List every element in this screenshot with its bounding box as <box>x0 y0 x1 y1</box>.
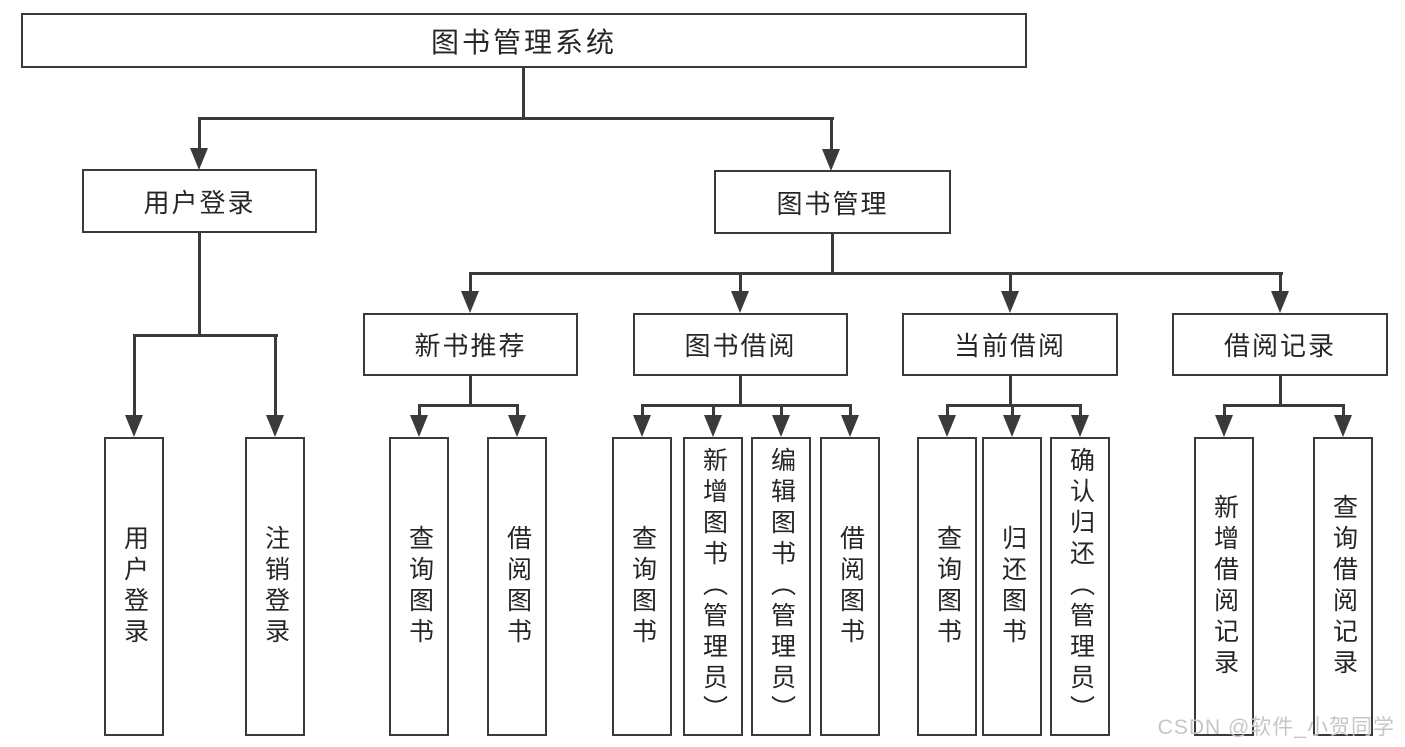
arrowhead-icon <box>125 415 143 437</box>
arrowhead-icon <box>633 415 651 437</box>
connector-line <box>1341 405 1345 419</box>
connector-line <box>132 333 278 337</box>
connector-line <box>515 405 519 419</box>
leaf-add-borrow-record: 新增借阅记录 <box>1194 437 1254 736</box>
arrowhead-icon <box>266 415 284 437</box>
connector-line <box>468 273 472 295</box>
arrowhead-icon <box>190 148 208 170</box>
connector-line <box>132 335 136 419</box>
leaf-borrow-books-recommend: 借阅图书 <box>487 437 547 736</box>
leaf-query-books-recommend: 查询图书 <box>389 437 449 736</box>
connector-line <box>945 405 949 419</box>
connector-line <box>945 403 1082 407</box>
arrowhead-icon <box>410 415 428 437</box>
connector-line <box>1010 405 1014 419</box>
arrowhead-icon <box>1003 415 1021 437</box>
connector-line <box>197 116 834 120</box>
leaf-edit-book-admin: 编辑图书（管理员） <box>751 437 811 736</box>
connector-line <box>521 68 525 118</box>
connector-line <box>417 405 421 419</box>
arrowhead-icon <box>772 415 790 437</box>
arrowhead-icon <box>1334 415 1352 437</box>
node-library-management-system: 图书管理系统 <box>21 13 1027 68</box>
connector-line <box>738 376 742 405</box>
connector-line <box>1278 376 1282 405</box>
connector-line <box>738 273 742 295</box>
connector-line <box>273 335 277 419</box>
connector-line <box>468 376 472 405</box>
arrowhead-icon <box>841 415 859 437</box>
leaf-logout-login: 注销登录 <box>245 437 305 736</box>
node-new-book-recommendation: 新书推荐 <box>363 313 578 376</box>
leaf-query-books-borrow: 查询图书 <box>612 437 672 736</box>
connector-line <box>711 405 715 419</box>
connector-line <box>468 271 1283 275</box>
arrowhead-icon <box>822 149 840 171</box>
connector-line <box>197 118 201 150</box>
arrowhead-icon <box>1215 415 1233 437</box>
leaf-confirm-return-admin: 确认归还（管理员） <box>1050 437 1110 736</box>
arrowhead-icon <box>704 415 722 437</box>
leaf-user-login: 用户登录 <box>104 437 164 736</box>
connector-line <box>829 118 833 150</box>
connector-line <box>779 405 783 419</box>
arrowhead-icon <box>938 415 956 437</box>
arrowhead-icon <box>1071 415 1089 437</box>
leaf-query-borrow-record: 查询借阅记录 <box>1313 437 1373 736</box>
connector-line <box>1222 405 1226 419</box>
leaf-return-books: 归还图书 <box>982 437 1042 736</box>
connector-line <box>417 403 519 407</box>
connector-line <box>1008 273 1012 295</box>
arrowhead-icon <box>731 291 749 313</box>
watermark: CSDN @软件_小贺同学 <box>1157 716 1395 739</box>
arrowhead-icon <box>508 415 526 437</box>
node-current-borrowing: 当前借阅 <box>902 313 1118 376</box>
arrowhead-icon <box>461 291 479 313</box>
leaf-query-books-current: 查询图书 <box>917 437 977 736</box>
arrowhead-icon <box>1001 291 1019 313</box>
connector-line <box>1078 405 1082 419</box>
connector-line <box>640 405 644 419</box>
connector-line <box>1222 403 1345 407</box>
node-borrowing-records: 借阅记录 <box>1172 313 1388 376</box>
connector-line <box>848 405 852 419</box>
connector-line <box>1278 273 1282 295</box>
connector-line <box>640 403 852 407</box>
connector-line <box>197 233 201 335</box>
node-book-management: 图书管理 <box>714 170 951 234</box>
arrowhead-icon <box>1271 291 1289 313</box>
leaf-borrow-books: 借阅图书 <box>820 437 880 736</box>
connector-line <box>830 234 834 273</box>
connector-line <box>1008 376 1012 405</box>
leaf-add-book-admin: 新增图书（管理员） <box>683 437 743 736</box>
node-user-login: 用户登录 <box>82 169 317 233</box>
node-book-borrowing: 图书借阅 <box>633 313 848 376</box>
